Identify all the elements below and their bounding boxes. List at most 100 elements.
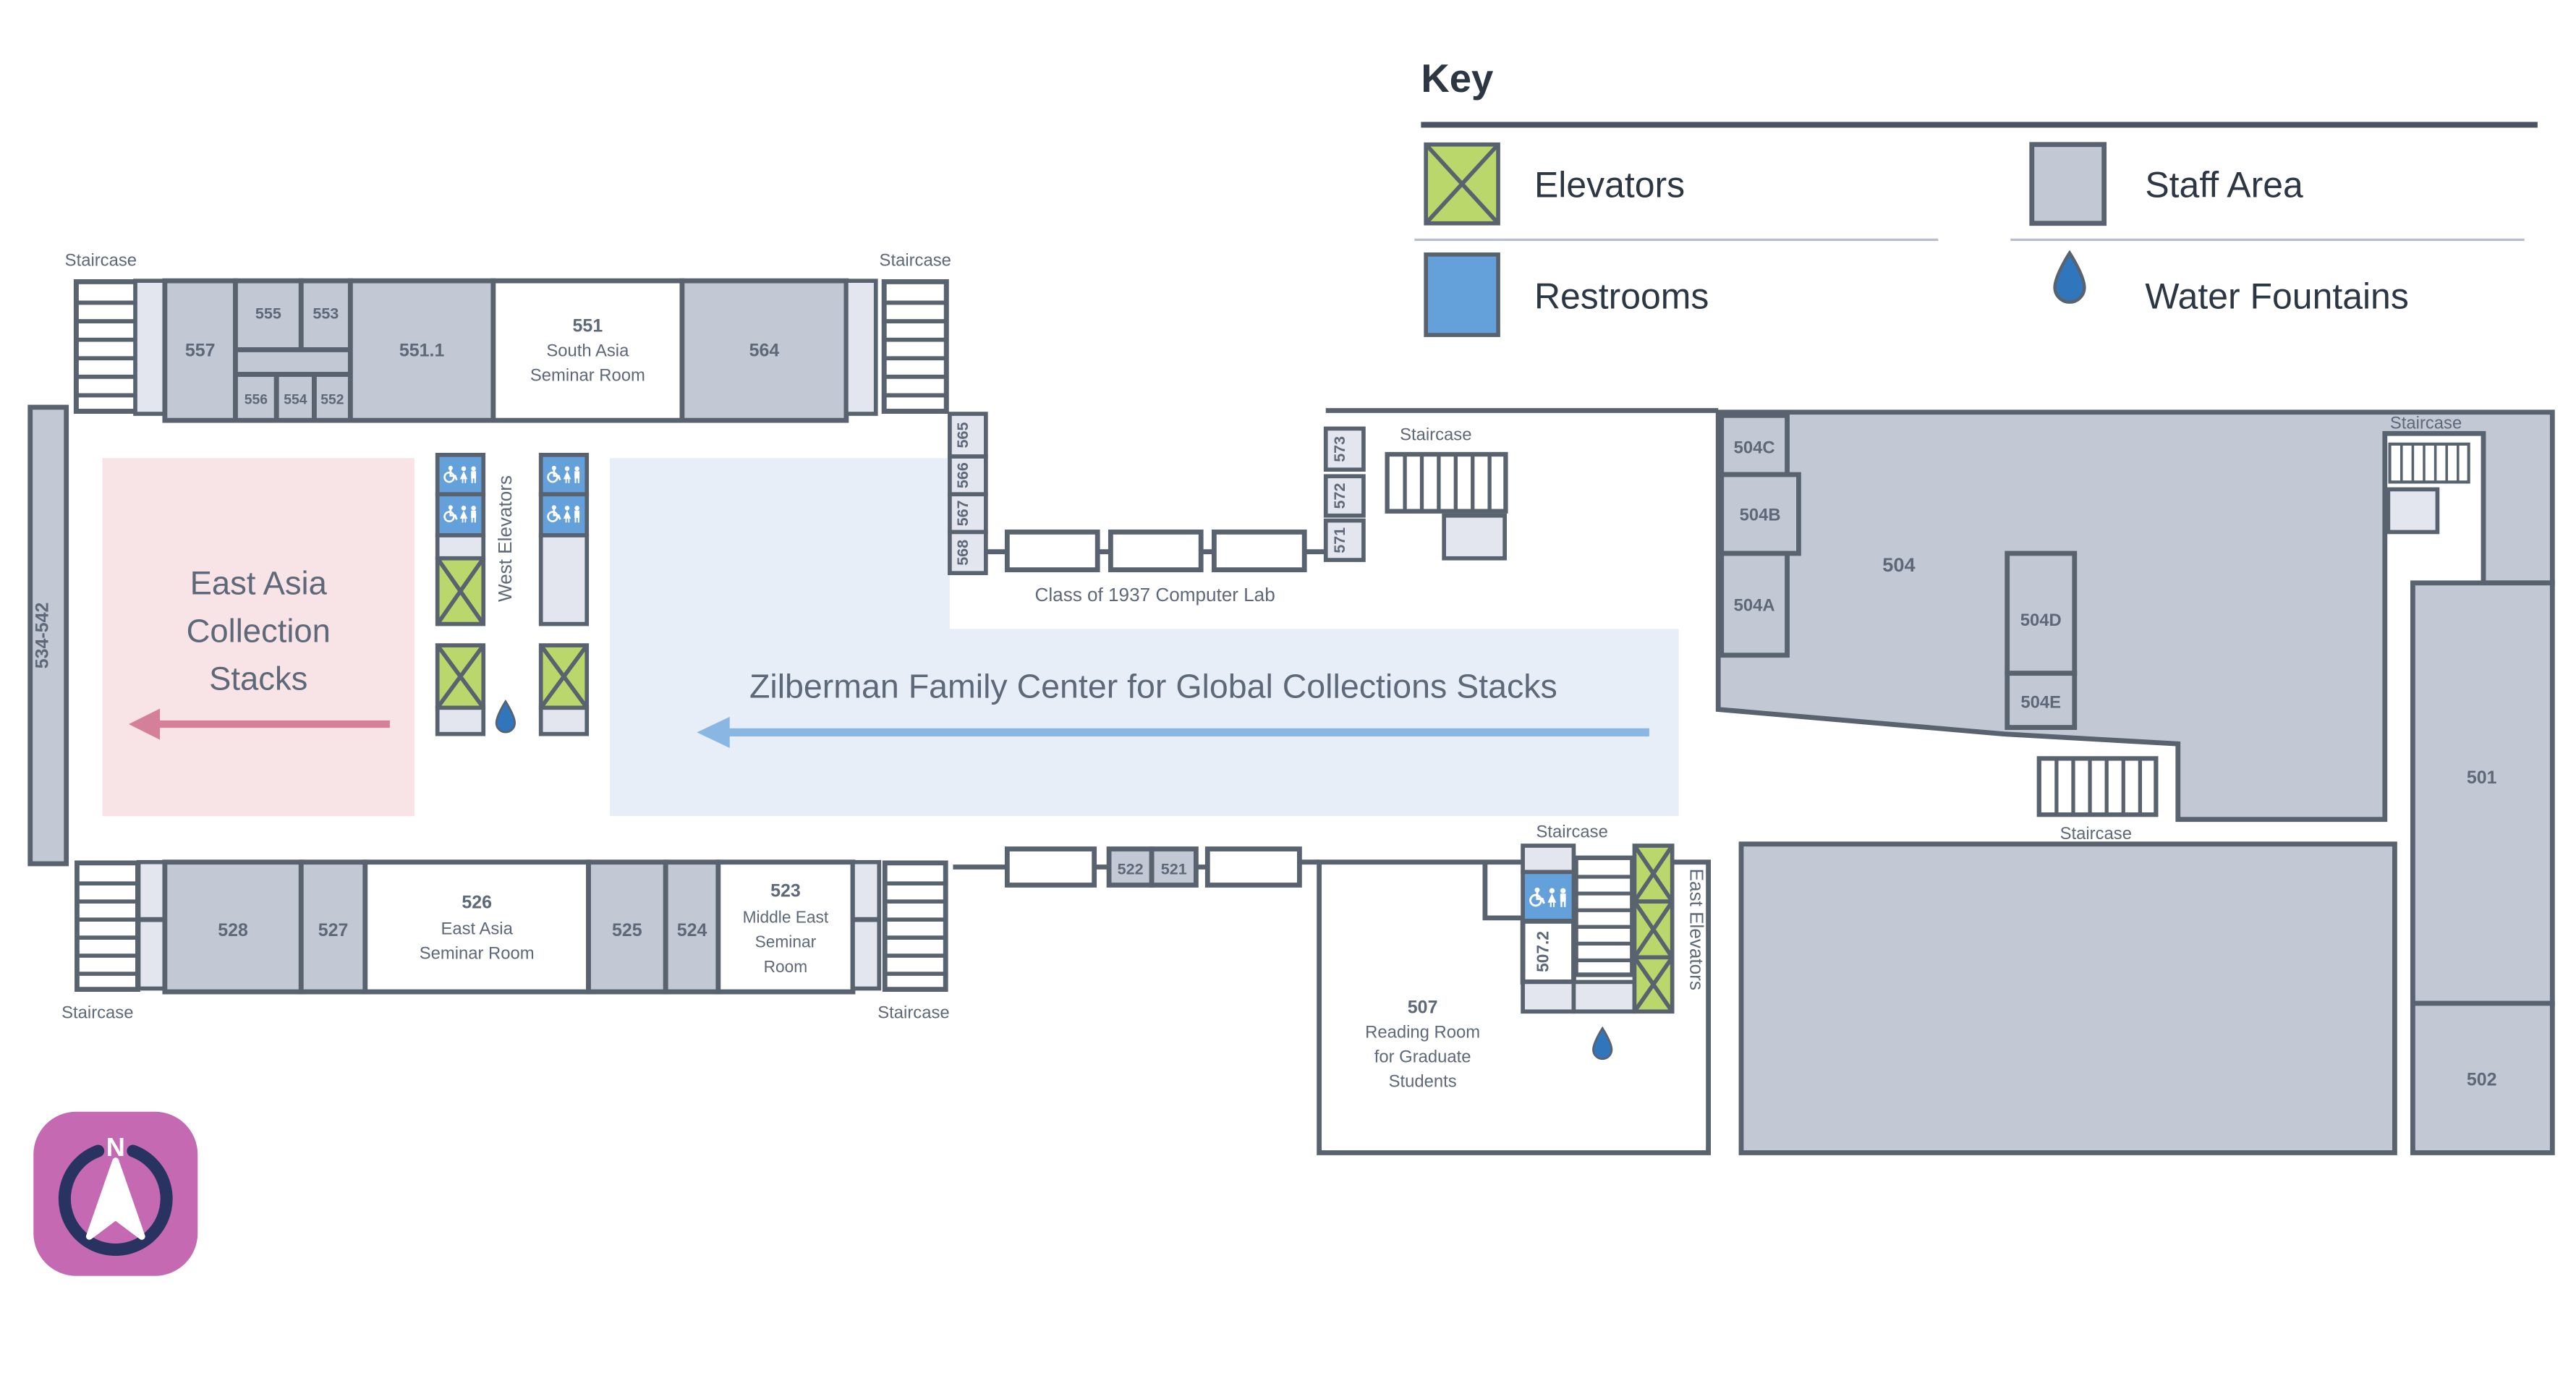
staircase-computer-lab-icon	[1387, 454, 1506, 511]
key-elevators-label: Elevators	[1534, 164, 1685, 205]
west-elevators-zone: West Elevators	[435, 452, 590, 736]
room-522-label: 522	[1118, 860, 1144, 878]
staircase-bottom-right-icon	[885, 863, 945, 990]
room-522	[1106, 846, 1155, 888]
staircase-507-label: Staircase	[1536, 823, 1608, 842]
staircase-bottom-left-label: Staircase	[61, 1003, 133, 1022]
zilberman-center-area: Zilberman Family Center for Global Colle…	[610, 458, 1679, 817]
hallway-band	[233, 347, 353, 377]
staircase-top-right-icon	[884, 281, 946, 411]
room-566-label: 566	[953, 462, 972, 488]
key-restrooms-label: Restrooms	[1534, 276, 1709, 317]
stacks-534-542: 534-542	[27, 404, 69, 867]
room-523-name-line1: Middle East	[743, 908, 829, 927]
staircase-northeast-icon	[2389, 444, 2468, 482]
corridor-bay-2	[1204, 846, 1302, 888]
key-title: Key	[1421, 56, 1493, 101]
water-fountain-west-icon	[495, 700, 517, 734]
room-523-middle-east-seminar	[715, 859, 856, 995]
corridor-bay-1	[1004, 846, 1097, 888]
room-501	[2410, 580, 2555, 1006]
room-526-east-asia-seminar	[362, 859, 591, 995]
room-528	[162, 859, 304, 995]
compass-ring	[58, 1144, 173, 1256]
service-cell	[1571, 980, 1637, 1014]
room-534-542-label: 534-542	[33, 603, 53, 669]
room-551-number: 551	[573, 316, 603, 336]
room-534-542	[27, 404, 69, 867]
room-571	[1323, 518, 1366, 562]
room-552-label: 552	[320, 392, 344, 407]
zilberman-label: Zilberman Family Center for Global Colle…	[749, 668, 1557, 705]
area-504-staff	[1715, 409, 2555, 823]
room-504A	[1719, 551, 1790, 658]
staircase-labels: Staircase Staircase Staircase Staircase …	[61, 251, 2462, 1023]
east-elevators-label: East Elevators	[1686, 869, 1708, 990]
stair-landing-cell	[1442, 513, 1507, 561]
elevator-x	[1633, 956, 1674, 1013]
interior-wall	[1482, 862, 1523, 921]
room-504B-label: 504B	[1740, 506, 1781, 525]
corridor-cell	[136, 859, 167, 991]
room-523-name-line2: Seminar	[755, 932, 817, 951]
room-564	[679, 278, 849, 423]
room-567-label: 567	[953, 500, 972, 526]
service-cell	[1521, 844, 1576, 875]
staircase-top-right-label: Staircase	[880, 251, 951, 271]
room-568-label: 568	[953, 540, 972, 566]
room-565-label: 565	[953, 422, 972, 449]
lab-bay-1	[1004, 530, 1100, 573]
room-554	[273, 372, 317, 423]
compass-north-arrow-icon	[85, 1157, 145, 1240]
key-water-fountain-icon	[2055, 253, 2085, 302]
staircase-mid-east-icon	[2039, 758, 2156, 815]
service-cell	[435, 705, 486, 736]
zilberman-background	[610, 458, 1679, 817]
north-west-wing: 557 555 553 556 554 552 551.1 551 South …	[76, 278, 946, 423]
staircase-northeast-label: Staircase	[2390, 413, 2462, 433]
room-572-label: 572	[1330, 483, 1348, 509]
south-west-wing: 528 527 526 East Asia Seminar Room 525 5…	[77, 859, 945, 995]
room-553	[298, 278, 353, 352]
computer-lab-label: Class of 1937 Computer Lab	[1035, 584, 1275, 605]
room-528-label: 528	[218, 920, 248, 940]
lab-bay-2	[1108, 530, 1204, 573]
room-507-name-line2: for Graduate	[1374, 1048, 1471, 1067]
compass-north-label: N	[106, 1132, 125, 1162]
staircase-507-icon	[1576, 858, 1633, 975]
room-507-number: 507	[1408, 998, 1438, 1018]
south-corridor: 522 521	[953, 846, 1319, 888]
room-507-2	[1520, 919, 1576, 985]
room-553-label: 553	[313, 304, 339, 322]
staircase-mid-east-label: Staircase	[2060, 824, 2132, 844]
room-555-label: 555	[255, 304, 281, 322]
room-504D-label: 504D	[2020, 611, 2062, 630]
room-551-name-line2: Seminar Room	[530, 366, 645, 386]
room-504-label: 504	[1882, 553, 1915, 576]
east-wing: 504C 504B 504A 504 504D 504E 501 502	[1715, 409, 2555, 1155]
room-551-name-line1: South Asia	[546, 341, 629, 361]
room-527	[298, 859, 368, 995]
east-asia-collection-stacks-area: East Asia Collection Stacks	[102, 458, 415, 817]
room-523-number: 523	[770, 880, 801, 901]
corridor-cell	[844, 279, 878, 416]
room-526-name-line1: East Asia	[441, 919, 513, 939]
restroom-west-1	[435, 452, 486, 497]
staircase-top-left-label: Staircase	[65, 251, 137, 271]
room-525	[586, 859, 668, 995]
room-501-label: 501	[2467, 768, 2497, 788]
staircase-bottom-right-label: Staircase	[877, 1003, 949, 1022]
room-572	[1323, 474, 1366, 518]
room-571-label: 571	[1330, 527, 1348, 553]
corridor-cell	[133, 279, 167, 416]
corridor-cell	[851, 859, 882, 991]
east-asia-stacks-background	[102, 458, 415, 817]
room-527-label: 527	[318, 920, 349, 940]
service-cell	[1521, 980, 1576, 1014]
key-panel: Key Elevators Staff Area Restrooms Water…	[1414, 56, 2538, 337]
room-524-label: 524	[677, 920, 707, 940]
staircase-bottom-left-icon	[77, 863, 137, 990]
room-507-name-line1: Reading Room	[1365, 1023, 1480, 1042]
elevator-x	[539, 644, 589, 710]
key-water-fountains-label: Water Fountains	[2145, 276, 2408, 317]
